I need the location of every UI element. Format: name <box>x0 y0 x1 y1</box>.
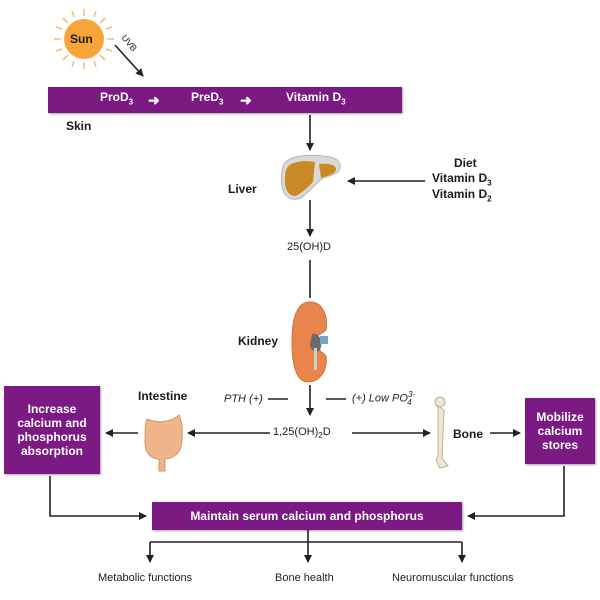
absorption-line-2: calcium and <box>17 416 87 430</box>
uvb-label: UVB <box>119 32 140 54</box>
kidney-icon <box>290 300 332 384</box>
outcome-bone-health: Bone health <box>275 572 334 584</box>
increase-absorption-box: Increase calcium and phosphorus absorpti… <box>4 386 100 474</box>
bone-icon <box>432 396 458 472</box>
kidney-label: Kidney <box>238 334 279 348</box>
diet-vitamin-d2: Vitamin D2 <box>432 187 492 204</box>
absorption-line-1: Increase <box>27 402 77 416</box>
liver-icon <box>279 152 343 202</box>
sun-label: Sun <box>70 32 93 46</box>
arrow-right-icon: ➜ <box>148 92 160 108</box>
mobilize-line-3: stores <box>541 438 579 452</box>
pred3-label: PreD3 <box>191 90 224 107</box>
outcome-neuromuscular: Neuromuscular functions <box>392 572 514 584</box>
liver-label: Liver <box>228 182 257 196</box>
mobilize-line-1: Mobilize <box>536 410 584 424</box>
bone-label: Bone <box>453 427 483 441</box>
absorption-line-4: absorption <box>21 444 83 458</box>
metabolite-25ohd: 25(OH)D <box>287 241 332 253</box>
maintain-serum-box: Maintain serum calcium and phosphorus <box>152 502 462 530</box>
intestine-label: Intestine <box>138 389 188 403</box>
vitamin-d3-label: Vitamin D3 <box>286 90 346 107</box>
intestine-icon <box>143 413 185 475</box>
prod3-label: ProD3 <box>100 90 134 107</box>
sun-icon <box>53 8 115 70</box>
mobilize-calcium-box: Mobilize calcium stores <box>525 398 595 464</box>
diet-vitamin-d3: Vitamin D3 <box>432 171 492 188</box>
absorption-to-maintain-arrow <box>49 476 147 520</box>
skin-conversion-bar: ProD3 ➜ PreD3 ➜ Vitamin D3 <box>48 87 402 113</box>
metabolite-125ohd: 1,25(OH)2D <box>273 426 331 441</box>
arrow-right-icon: ➜ <box>240 92 252 108</box>
low-po4-label: (+) Low PO3-4 <box>352 390 416 407</box>
mobilize-to-maintain-arrow <box>467 466 565 520</box>
diet-title: Diet <box>454 156 477 170</box>
skin-label: Skin <box>66 119 92 133</box>
pth-label: PTH (+) <box>224 393 263 405</box>
outcome-metabolic: Metabolic functions <box>98 572 193 584</box>
absorption-line-3: phosphorus <box>17 430 87 444</box>
mobilize-line-2: calcium <box>537 424 583 438</box>
